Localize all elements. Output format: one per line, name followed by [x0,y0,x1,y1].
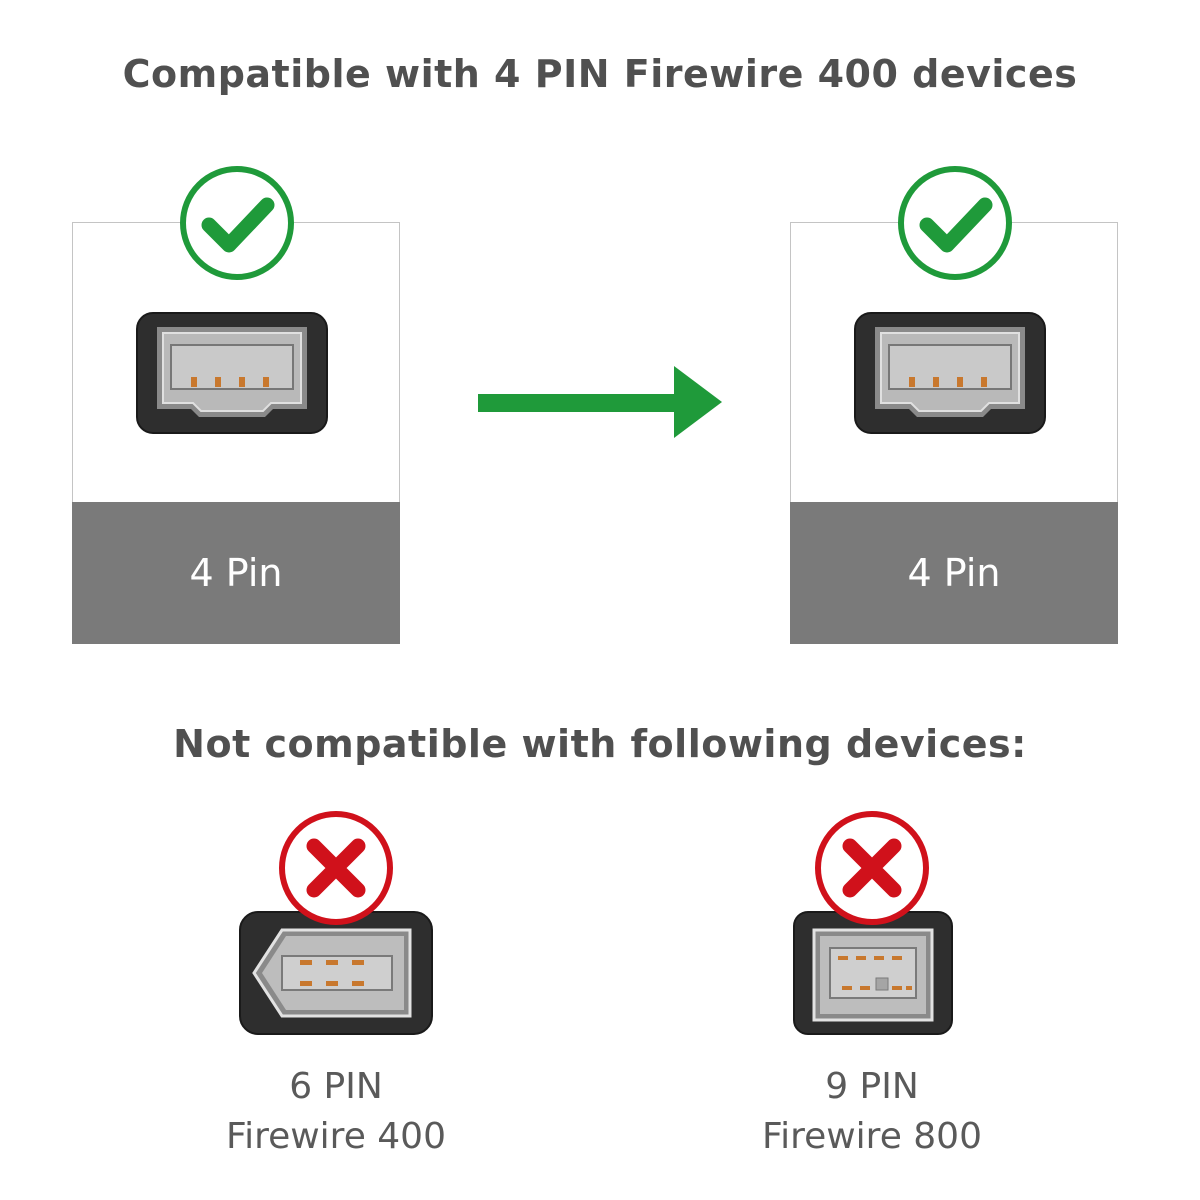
9-pin-port-icon [793,911,953,1035]
arrow-right-icon [478,366,722,438]
4-pin-port-icon [854,312,1046,434]
compatible-card-source: 4 Pin [72,166,400,644]
card-footer-label: 4 Pin [72,502,400,644]
6-pin-port-icon [239,911,433,1035]
cross-icon [279,811,393,925]
compatible-title: Compatible with 4 PIN Firewire 400 devic… [122,52,1078,96]
card-footer-label: 4 Pin [790,502,1118,644]
compatible-card-target: 4 Pin [790,166,1118,644]
incompatible-type-label: Firewire 800 [761,1116,982,1157]
incompatible-pin-label: 6 PIN [289,1066,383,1107]
check-icon [898,166,1012,280]
incompatible-type-label: Firewire 400 [225,1116,446,1157]
check-icon [180,166,294,280]
incompatible-title: Not compatible with following devices: [173,722,1027,766]
incompatible-pin-label: 9 PIN [825,1066,919,1107]
cross-icon [815,811,929,925]
4-pin-port-icon [136,312,328,434]
